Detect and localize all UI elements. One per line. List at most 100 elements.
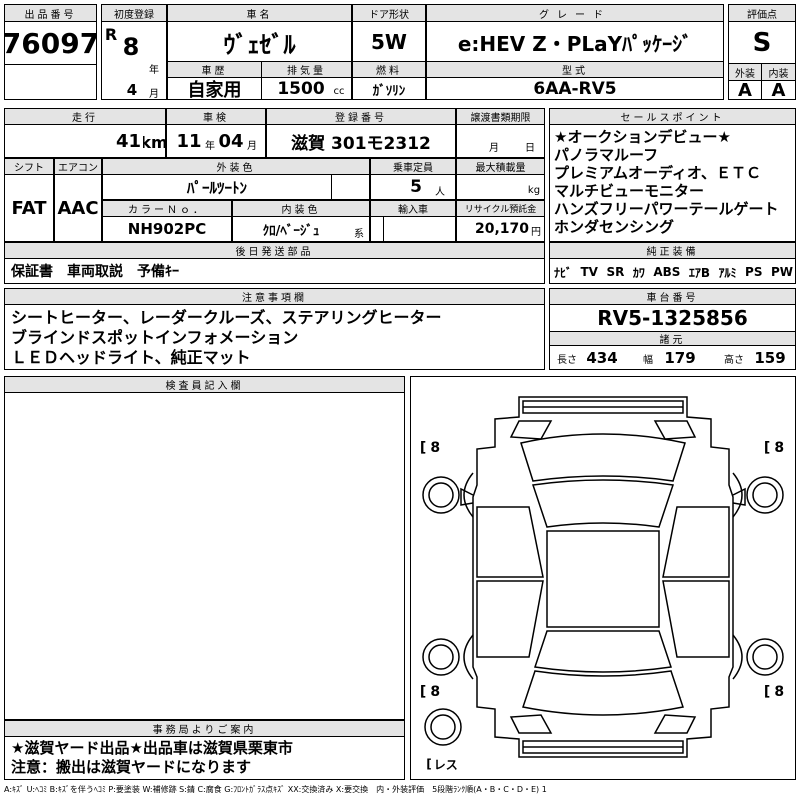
load-box: 最大積載量 kg <box>456 158 545 200</box>
first-reg-box: 初度登録 R 8 年 4 月 <box>101 4 167 100</box>
inspection-year: 11 <box>176 130 202 152</box>
rating-box: 評価点 S 外装 内装 A A <box>728 4 796 100</box>
office-list: ★滋賀ヤード出品★出品車は滋賀県栗東市 注意：搬出は滋賀ヤードになります <box>11 739 293 777</box>
sales-point-item: プレミアムオーディオ、ＥＴＣ <box>554 164 762 182</box>
car-name-box: 車名 ｳﾞｪｾﾞﾙ <box>167 4 352 62</box>
transfer-day-unit: 日 <box>525 142 535 154</box>
import-box: 輸入車 <box>370 200 456 242</box>
displacement-header: 排気量 <box>262 62 351 78</box>
equipment-item: ｴｱB <box>688 265 711 280</box>
color-no-box: カラーＮｏ． NH902PC <box>102 200 232 242</box>
recycle-unit: 円 <box>531 226 541 238</box>
first-reg-month-unit: 月 <box>149 88 159 100</box>
ac-box: エアコン AAC <box>54 158 102 242</box>
load-header: 最大積載量 <box>457 159 544 175</box>
note-line: ＬＥＤヘッドライト、純正マット <box>11 348 251 367</box>
office-header: 事務局よりご案内 <box>5 721 404 737</box>
grade-value: e:HEV Z・PLaYﾊﾟｯｹｰｼﾞ <box>457 31 693 56</box>
transfer-header: 譲渡書類期限 <box>457 109 544 125</box>
color-no-value: NH902PC <box>127 220 207 238</box>
ac-header: エアコン <box>55 159 101 175</box>
displacement-box: 排気量 1500 cc <box>261 61 352 100</box>
first-reg-header: 初度登録 <box>102 5 166 22</box>
plate-header: 登録番号 <box>267 109 455 125</box>
equipment-item: ｱﾙﾐ <box>718 265 737 280</box>
capacity-unit: 人 <box>435 186 445 198</box>
mileage-unit: km <box>143 129 165 155</box>
rating-ext-value: A <box>738 81 752 99</box>
equipment-list: ﾅﾋﾞ TV SR ｶﾜ ABS ｴｱB ｱﾙﾐ PS PW <box>554 261 793 283</box>
notes-header: 注意事項欄 <box>5 289 544 305</box>
mileage-value: 41 <box>115 130 141 152</box>
note-line: シートヒーター、レーダークルーズ、ステアリングヒーター <box>11 308 442 327</box>
car-diagram <box>422 396 784 758</box>
office-box: 事務局よりご案内 ★滋賀ヤード出品★出品車は滋賀県栗東市 注意：搬出は滋賀ヤード… <box>4 720 405 780</box>
specs-box: 諸元 長さ 434 幅 179 高さ 159 <box>549 331 796 370</box>
first-reg-month: 4 <box>126 81 138 99</box>
model-header: 型式 <box>427 62 723 78</box>
specs-width-value: 179 <box>664 349 696 367</box>
office-line: 注意：搬出は滋賀ヤードになります <box>11 758 252 776</box>
recycle-header: リサイクル預託金 <box>457 201 544 217</box>
grade-header: グレード <box>427 5 723 22</box>
inspection-header: 車検 <box>167 109 265 125</box>
rating-int-header: 内装 <box>761 63 795 81</box>
chassis-box: 車台番号 RV5-1325856 <box>549 288 796 332</box>
door-header: ドア形状 <box>353 5 425 22</box>
specs-height-label: 高さ <box>724 354 744 366</box>
transfer-month-unit: 月 <box>489 142 499 154</box>
inspection-month: 04 <box>218 130 244 152</box>
plate-box: 登録番号 滋賀 301モ2312 <box>266 108 456 158</box>
displacement-value: 1500 <box>277 79 325 99</box>
specs-length-value: 434 <box>586 349 618 367</box>
note-line: ブラインドスポットインフォメーション <box>11 328 299 347</box>
fuel-header: 燃料 <box>353 62 425 78</box>
equipment-item: PW <box>770 265 793 279</box>
specs-height-value: 159 <box>754 349 786 367</box>
ext-color-header: 外装色 <box>103 159 369 175</box>
legend-text: A:ｷｽﾞ U:ﾍｺﾐ B:ｷｽﾞを伴うﾍｺﾐ P:要塗装 W:補修跡 S:錆 … <box>4 784 547 794</box>
later-parts-header: 後日発送部品 <box>5 243 544 259</box>
notes-box: 注意事項欄 シートヒーター、レーダークルーズ、ステアリングヒーター ブラインドス… <box>4 288 545 370</box>
inspection-year-unit: 年 <box>205 140 215 152</box>
int-color-value: ｸﾛ/ﾍﾞｰｼﾞｭ <box>262 223 320 239</box>
rating-value: S <box>752 28 772 58</box>
import-header: 輸入車 <box>371 201 455 217</box>
equipment-header: 純正装備 <box>550 243 795 259</box>
sales-point-item: マルチビューモニター <box>554 182 705 200</box>
ext-color-value: ﾊﾟｰﾙﾂｰﾄﾝ <box>186 178 247 197</box>
sales-point-item: パノラマルーフ <box>554 146 659 164</box>
grade-box: グレード e:HEV Z・PLaYﾊﾟｯｹｰｼﾞ <box>426 4 724 62</box>
usage-box: 車歴 自家用 <box>167 61 262 100</box>
equipment-item: ﾅﾋﾞ <box>554 265 573 280</box>
door-box: ドア形状 5W <box>352 4 426 62</box>
tire-rl-label: [ 8 <box>419 684 441 700</box>
int-color-unit: 系 <box>354 228 364 240</box>
recycle-box: リサイクル預託金 20,170 円 <box>456 200 545 242</box>
shift-box: シフト FAT <box>4 158 54 242</box>
int-color-header: 内装色 <box>233 201 369 217</box>
recycle-value: 20,170 <box>474 221 529 237</box>
chassis-value: RV5-1325856 <box>597 306 748 330</box>
rating-ext-header: 外装 <box>729 63 762 81</box>
load-unit: kg <box>527 184 541 196</box>
plate-value: 滋賀 301モ2312 <box>291 133 431 154</box>
lot-box: 出品番号 76097 <box>4 4 97 100</box>
rating-header: 評価点 <box>729 5 795 22</box>
equipment-item: ｶﾜ <box>632 265 645 280</box>
car-name-value: ｳﾞｪｾﾞﾙ <box>223 30 296 59</box>
later-parts-value: 保証書 車両取説 予備ｷｰ <box>11 264 179 280</box>
model-value: 6AA-RV5 <box>533 79 617 99</box>
first-reg-year-unit: 年 <box>149 64 159 76</box>
inspection-month-unit: 月 <box>247 140 257 152</box>
color-no-header: カラーＮｏ． <box>103 201 231 217</box>
usage-header: 車歴 <box>168 62 261 78</box>
tire-rr-label: [ 8 <box>763 684 785 700</box>
equipment-item: SR <box>606 265 625 279</box>
equipment-item: TV <box>580 265 598 279</box>
inspector-header: 検査員記入欄 <box>5 377 404 393</box>
inspector-box: 検査員記入欄 <box>4 376 405 720</box>
sales-point-item: ハンズフリーパワーテールゲート <box>554 200 779 218</box>
car-name-header: 車名 <box>168 5 351 22</box>
sales-points-header: セールスポイント <box>550 109 795 125</box>
